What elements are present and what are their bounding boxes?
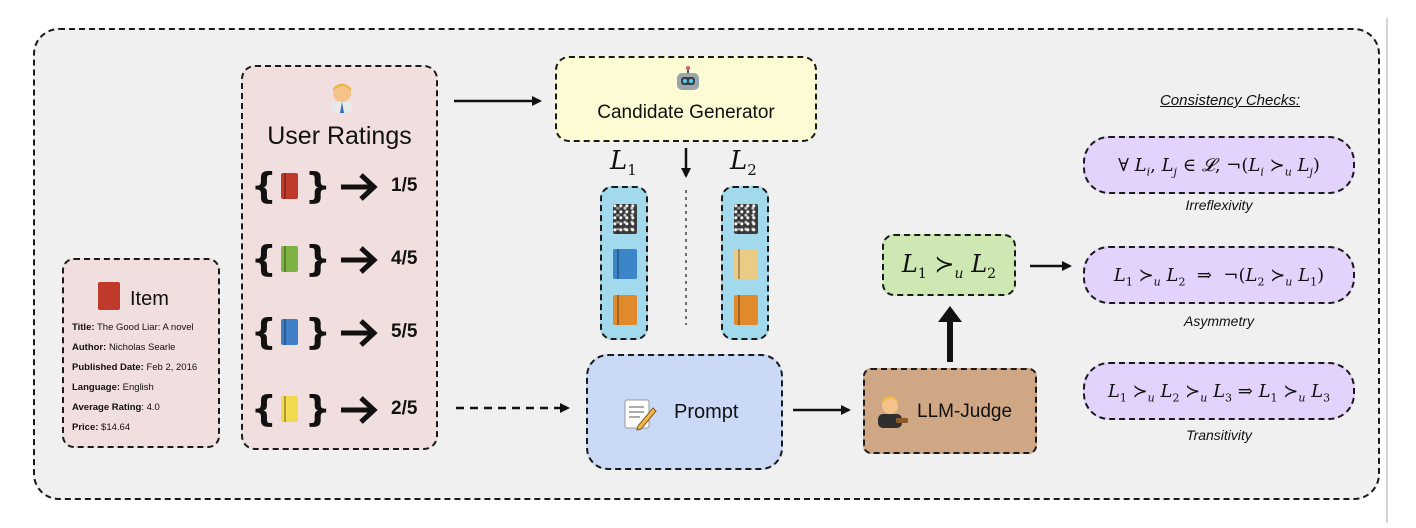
close-brace: } [305, 312, 331, 353]
item-row-language: Language: English [72, 382, 154, 393]
consistency-checks-title: Consistency Checks: [1159, 92, 1301, 109]
prompt-box: Prompt [586, 354, 783, 470]
check-irreflexivity: ∀ Li, Lj ∈ 𝓛, ¬(Li ≻u Lj) [1083, 136, 1355, 194]
candidate-generator-box: Candidate Generator [555, 56, 817, 142]
llm-judge-box: LLM-Judge [863, 368, 1037, 454]
item-card: Item Title: The Good Liar: A novel Autho… [62, 258, 220, 448]
rating-value: 5/5 [391, 321, 418, 342]
item-row-price: Price: $14.64 [72, 422, 131, 433]
list-1-label: L1 [610, 146, 637, 180]
right-arrow-icon [341, 319, 378, 347]
user-ratings-panel: User Ratings { } 1/5 { } 4/5 { } 5/5 { }… [241, 65, 438, 450]
item-row-date: Published Date: Feb 2, 2016 [72, 362, 198, 373]
prompt-label: Prompt [674, 401, 739, 423]
open-brace: { [251, 312, 277, 353]
list-2-label: L2 [730, 146, 757, 180]
rating-value: 4/5 [391, 248, 418, 269]
candidate-generator-label: Candidate Generator [597, 102, 775, 123]
candidate-list-2 [721, 186, 769, 340]
close-brace: } [305, 239, 331, 280]
book-icon [281, 396, 298, 422]
preference-result: L1 ≻u L2 [882, 234, 1016, 296]
book-icon [734, 295, 758, 325]
open-brace: { [251, 166, 277, 207]
item-row-rating: Average Rating: 4.0 [72, 402, 160, 413]
close-brace: } [305, 166, 331, 207]
open-brace: { [251, 239, 277, 280]
check-transitivity: L1 ≻u L2 ≻u L3 ⇒ L1 ≻u L3 [1083, 362, 1355, 420]
right-arrow-icon [341, 396, 378, 424]
right-arrow-icon [341, 246, 378, 274]
right-arrow-icon [341, 173, 378, 201]
judge-icon [878, 396, 908, 428]
book-icon [281, 246, 298, 272]
book-icon [281, 173, 298, 199]
irreflexivity-label: Irreflexivity [1185, 197, 1253, 213]
book-icon [281, 319, 298, 345]
book-icon [613, 295, 637, 325]
rating-row: { } 1/5 [251, 167, 431, 207]
asymmetry-label: Asymmetry [1184, 313, 1254, 329]
open-brace: { [251, 389, 277, 430]
asymmetry-formula: L1 ≻u L2 ⇒ ¬(L2 ≻u L1) [1113, 265, 1325, 289]
memo-icon [624, 399, 657, 431]
transitivity-label: Transitivity [1186, 427, 1252, 443]
preference-formula: L1 ≻u L2 [901, 250, 997, 282]
user-ratings-title: User Ratings [267, 122, 412, 150]
rating-row: { } 2/5 [251, 390, 431, 430]
notebook-icon [734, 204, 758, 234]
user-avatar-icon [331, 83, 353, 113]
close-brace: } [305, 389, 331, 430]
divider [1386, 18, 1388, 523]
item-row-title: Title: The Good Liar: A novel [72, 322, 194, 333]
candidate-list-1 [600, 186, 648, 340]
irreflexivity-formula: ∀ Li, Lj ∈ 𝓛, ¬(Li ≻u Lj) [1118, 155, 1320, 179]
item-title: Item [130, 288, 169, 310]
item-row-author: Author: Nicholas Searle [72, 342, 176, 353]
rating-value: 1/5 [391, 175, 418, 196]
notebook-icon [613, 204, 637, 234]
check-asymmetry: L1 ≻u L2 ⇒ ¬(L2 ≻u L1) [1083, 246, 1355, 304]
book-icon [734, 249, 758, 279]
book-icon [613, 249, 637, 279]
rating-row: { } 4/5 [251, 240, 431, 280]
robot-icon [677, 66, 699, 90]
llm-judge-label: LLM-Judge [917, 401, 1013, 422]
rating-value: 2/5 [391, 398, 418, 419]
book-icon [98, 282, 120, 310]
rating-row: { } 5/5 [251, 313, 431, 353]
arrow-judge-to-pref-head [938, 306, 962, 322]
transitivity-formula: L1 ≻u L2 ≻u L3 ⇒ L1 ≻u L3 [1107, 381, 1331, 405]
